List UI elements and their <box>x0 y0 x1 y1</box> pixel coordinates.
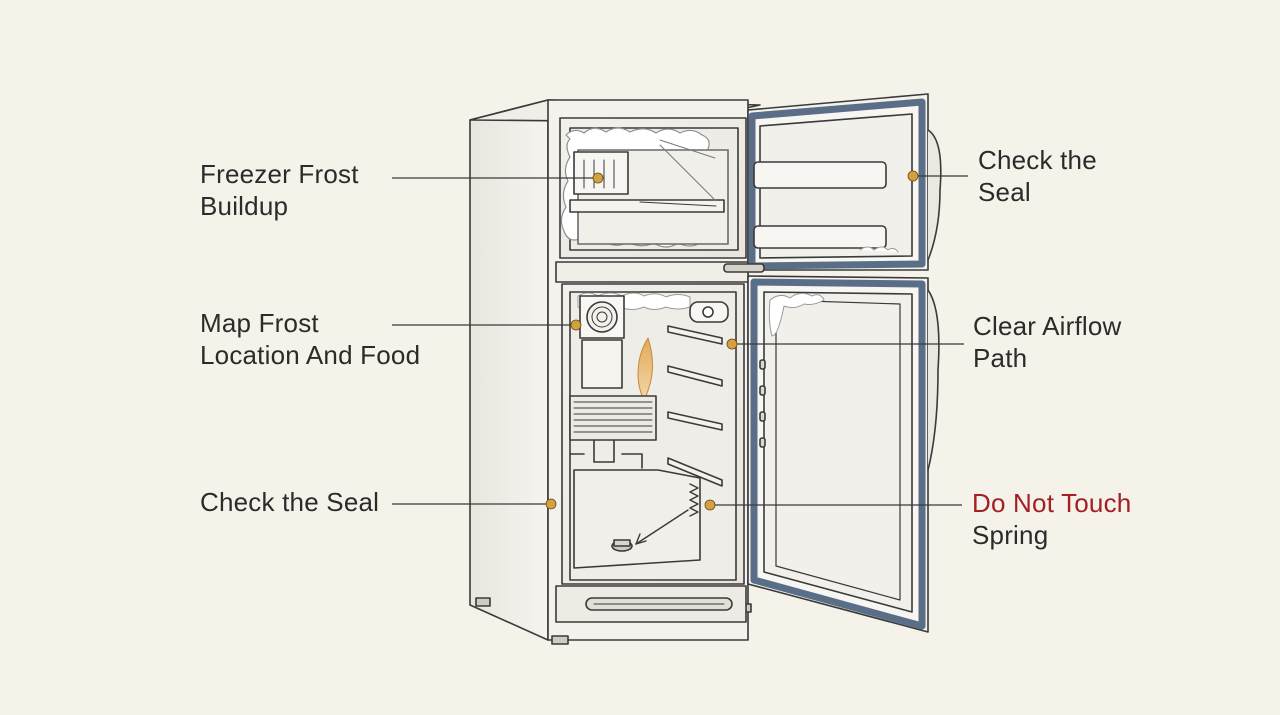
freezer-door <box>747 93 942 271</box>
callout-clear-airflow-path: Clear Airflow Path <box>973 310 1122 374</box>
warning-text: Do Not Touch <box>972 488 1132 518</box>
callout-line: Map Frost <box>200 308 319 338</box>
fridge-shelves <box>667 325 723 487</box>
callout-do-not-touch-spring: Do Not Touch Spring <box>972 487 1131 551</box>
callout-line: Buildup <box>200 191 289 221</box>
marker-map-frost <box>570 319 582 331</box>
marker-seal-right <box>907 170 919 182</box>
marker-airflow <box>726 338 738 350</box>
fan-icon <box>579 295 625 339</box>
marker-freezer-frost <box>592 172 604 184</box>
callout-line: Seal <box>978 177 1031 207</box>
spring-icon <box>689 483 699 517</box>
fridge-compartment <box>561 283 745 585</box>
callout-line: Check the Seal <box>200 487 380 517</box>
marker-seal-left <box>545 498 557 510</box>
marker-spring <box>704 499 716 511</box>
callout-line: Freezer Frost <box>200 159 359 189</box>
callout-line: Clear Airflow <box>973 311 1122 341</box>
fridge-door <box>747 275 940 633</box>
thermostat-icon <box>689 301 729 323</box>
callout-check-seal-right: Check the Seal <box>978 144 1097 208</box>
callout-map-frost-location: Map Frost Location And Food <box>200 307 420 371</box>
kick-plate-vent <box>555 585 747 623</box>
callout-freezer-frost-buildup: Freezer Frost Buildup <box>200 158 359 222</box>
callout-line: Check the <box>978 145 1097 175</box>
freezer-compartment <box>559 117 747 259</box>
drain-plug <box>611 539 633 552</box>
evaporator-coil <box>569 395 657 469</box>
callout-check-seal-left: Check the Seal <box>200 486 379 518</box>
callout-line: Path <box>973 343 1028 373</box>
callout-line: Location And Food <box>200 340 421 370</box>
callout-line: Spring <box>972 520 1049 550</box>
